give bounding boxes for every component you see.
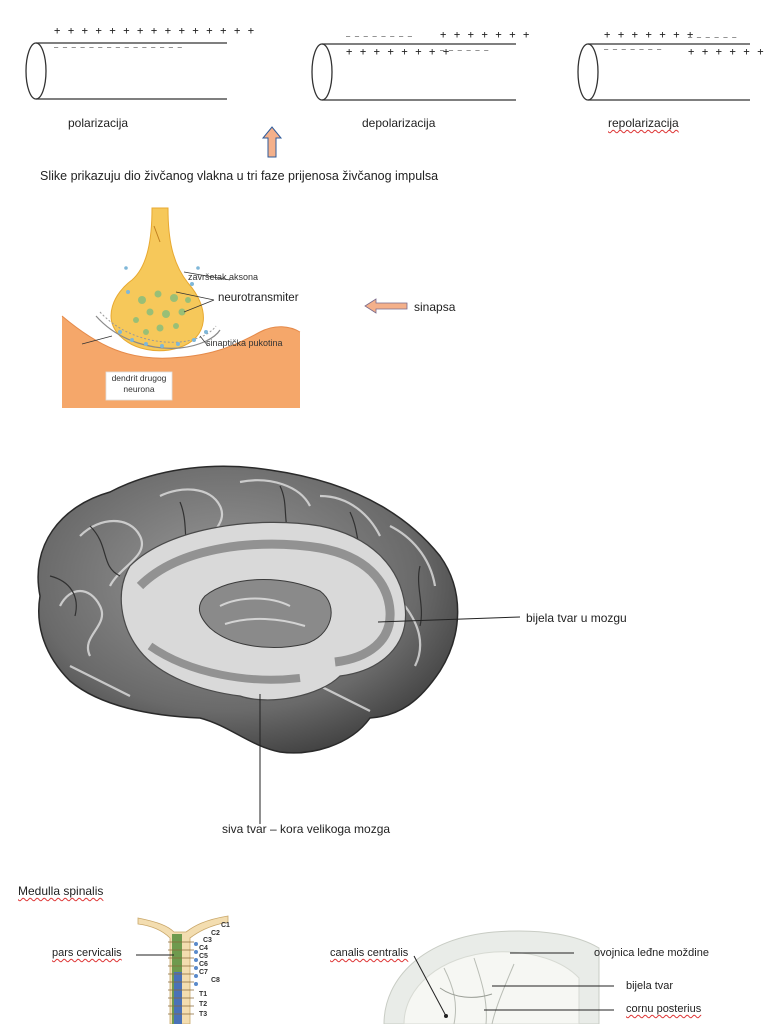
brain-illustration: [37, 465, 521, 824]
label-repolarizacija: repolarizacija: [608, 116, 679, 130]
spinal-cross-section-illustration: [383, 930, 614, 1024]
fiber-3-top-left-charges: + + + + + + +: [604, 29, 694, 41]
label-sheath: ovojnica leđne moždine: [594, 947, 709, 959]
vertebra-label-t1: T1: [199, 991, 208, 998]
vertebra-label-c6: C6: [199, 961, 208, 968]
pars-cervicalis-leader: [136, 954, 174, 956]
label-white-matter: bijela tvar u mozgu: [526, 611, 627, 625]
fiber-1-bottom-charges: — — — — — — — — — — — — — — —: [54, 43, 183, 51]
nerve-fiber-caption: Slike prikazuju dio živčanog vlakna u tr…: [40, 169, 439, 183]
fiber-repolarizacija-diagram: [577, 43, 750, 101]
fiber-2-top-left-charges: — — — — — — — —: [346, 32, 413, 40]
vertebra-label-c4: C4: [199, 945, 208, 952]
label-dendrite: dendrit drugog neurona: [111, 373, 167, 394]
fiber-3-top-right-charges: — — — — — —: [688, 33, 737, 41]
vertebra-label-t2: T2: [199, 1001, 208, 1008]
vertebra-label-c5: C5: [199, 953, 208, 960]
fiber-2-top-right-charges: + + + + + + +: [440, 29, 530, 41]
label-sinapsa: sinapsa: [414, 300, 456, 314]
vertebra-label-t3: T3: [199, 1011, 208, 1018]
up-arrow-icon: [261, 126, 283, 158]
vertebra-label-c8: C8: [211, 977, 220, 984]
fiber-1-top-charges: + + + + + + + + + + + + + + +: [54, 25, 255, 37]
fiber-3-bottom-left-charges: — — — — — — —: [604, 45, 662, 53]
vertebra-label-c1: C1: [221, 922, 230, 929]
label-canalis-centralis: canalis centralis: [330, 947, 409, 959]
vertebra-label-c7: C7: [199, 969, 208, 976]
label-cornu-posterius: cornu posterius: [626, 1003, 702, 1015]
left-arrow-icon: [364, 298, 408, 314]
fiber-polarizacija-diagram: [25, 42, 227, 100]
label-depolarizacija: depolarizacija: [362, 116, 436, 130]
fiber-3-bottom-right-charges: + + + + + +: [688, 46, 765, 58]
synapse-illustration: [61, 207, 301, 408]
label-polarizacija: polarizacija: [68, 116, 129, 130]
vertebra-label-c2: C2: [211, 930, 220, 937]
label-synaptic-cleft: sinaptička pukotina: [206, 338, 283, 348]
spine-column-illustration: [137, 915, 229, 1024]
vertebra-label-c3: C3: [203, 937, 212, 944]
label-gray-matter: siva tvar – kora velikoga mozga: [222, 822, 391, 836]
label-axon-end: završetak aksona: [188, 272, 259, 282]
label-pars-cervicalis: pars cervicalis: [52, 947, 122, 959]
label-neurotransmitter: neurotransmiter: [218, 292, 299, 304]
fiber-2-bottom-right-charges: — — — — — —: [440, 46, 489, 54]
label-bijela-tvar: bijela tvar: [626, 980, 674, 992]
fiber-depolarizacija-diagram: [311, 43, 516, 101]
fiber-2-bottom-left-charges: + + + + + + + +: [346, 46, 450, 58]
spinal-title: Medulla spinalis: [18, 884, 104, 898]
